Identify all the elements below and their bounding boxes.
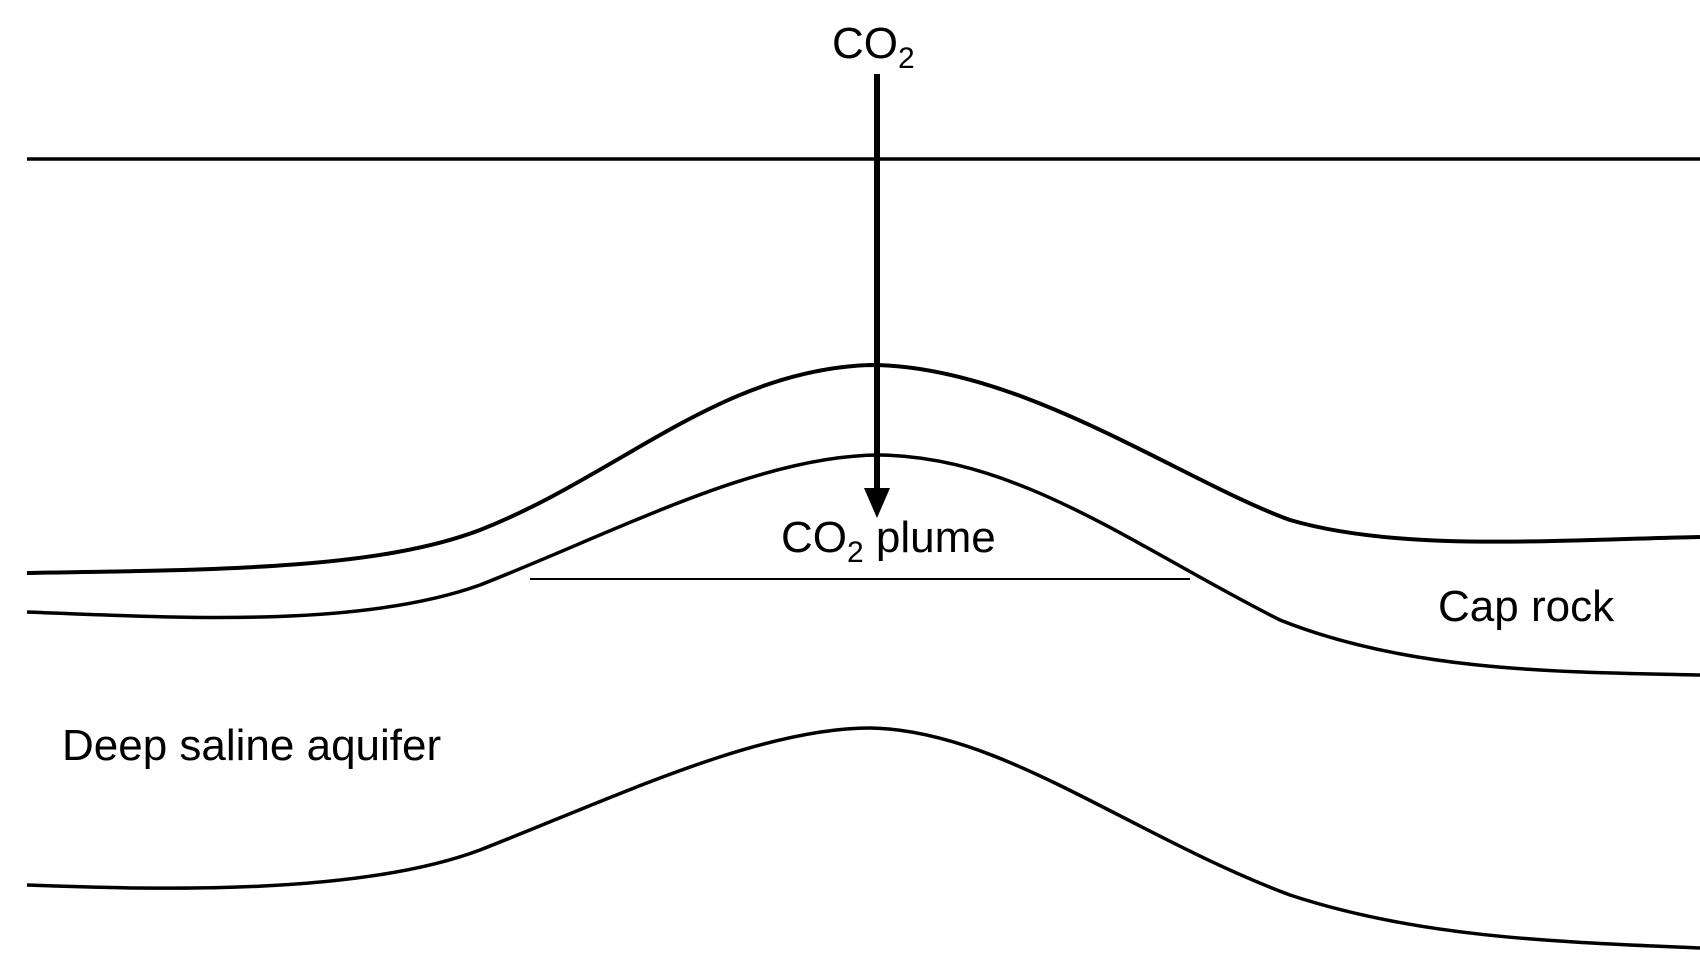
co2-plume-label: CO2 plume [781,513,996,569]
cap-rock-label: Cap rock [1438,582,1615,631]
deep-saline-aquifer-label: Deep saline aquifer [62,721,441,770]
cap-rock-top-boundary [26,362,1700,575]
injection-arrow-head [864,488,890,518]
co2-injection-label: CO2 [832,19,915,75]
aquifer-bottom-boundary [26,726,1700,950]
